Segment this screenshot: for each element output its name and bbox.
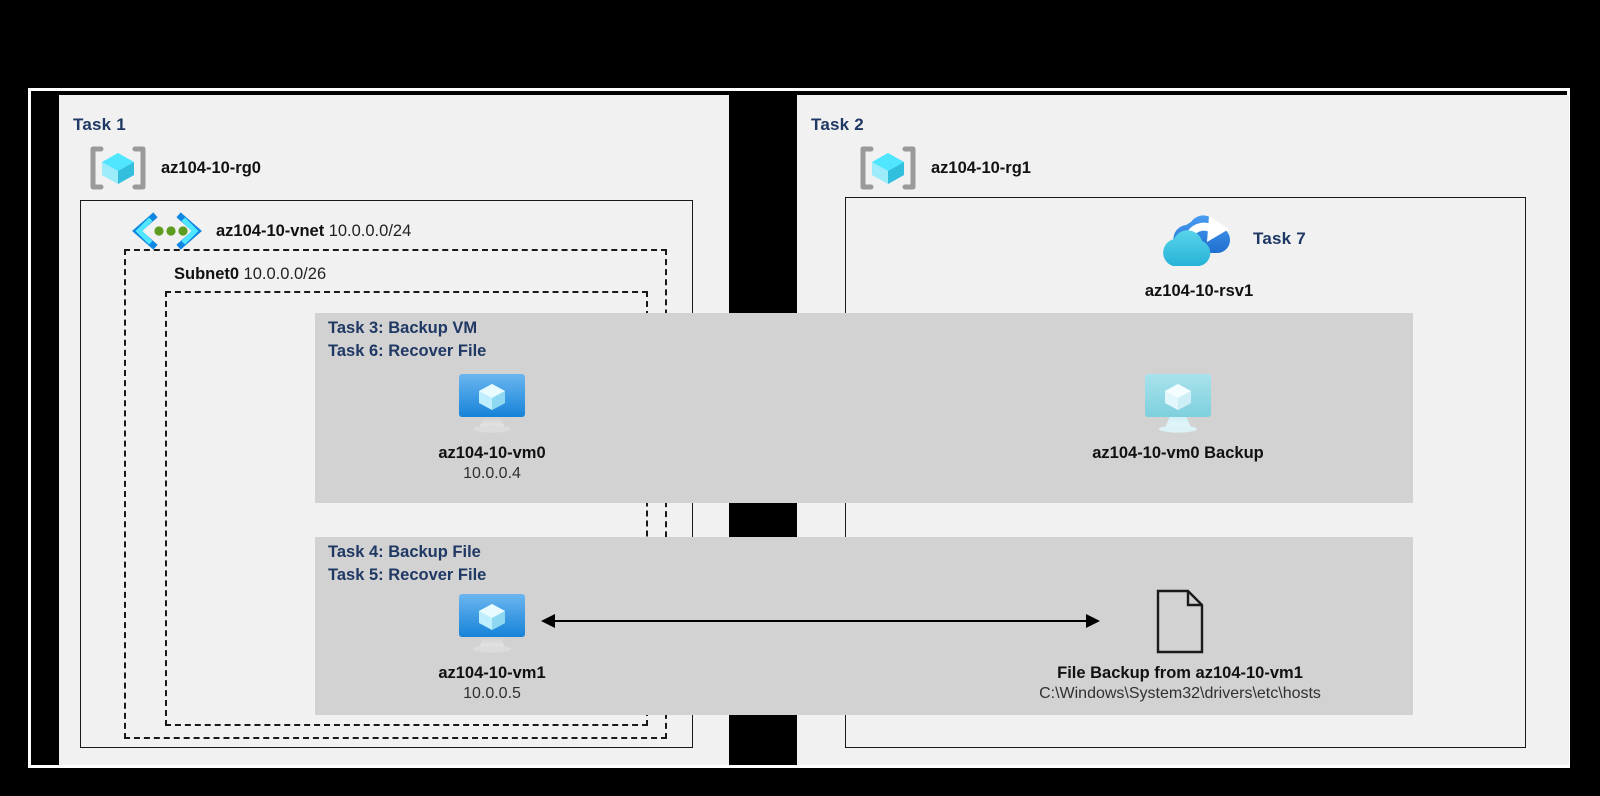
subnet-inner-box [165, 291, 648, 726]
resource-group-icon [87, 145, 149, 191]
file-backup-arrow-line [551, 620, 1098, 622]
virtual-machine-icon [451, 370, 533, 436]
vm0-ip: 10.0.0.4 [463, 465, 521, 482]
subnet-name: Subnet0 [174, 265, 240, 283]
file-backup-path: C:\Windows\System32\drivers\etc\hosts [1039, 685, 1321, 702]
recovery-services-vault-icon [1147, 206, 1251, 274]
file-backup-arrow-head-right [1086, 614, 1100, 628]
resource-group-rg0-label: az104-10-rg0 [161, 158, 261, 177]
subnet-cidr: 10.0.0.0/26 [243, 265, 327, 283]
vnet-header: az104-10-vnet 10.0.0.0/24 [131, 211, 411, 251]
resource-group-icon [857, 145, 919, 191]
band-bottom-task-labels: Task 4: Backup File Task 5: Recover File [328, 541, 486, 587]
vm0-node: az104-10-vm0 10.0.0.4 [412, 370, 572, 483]
virtual-machine-icon [451, 590, 533, 656]
resource-group-rg1-label: az104-10-rg1 [931, 158, 1031, 177]
vm1-ip: 10.0.0.5 [463, 685, 521, 702]
vnet-label-group: az104-10-vnet 10.0.0.0/24 [216, 222, 411, 241]
vm1-name: az104-10-vm1 [438, 664, 546, 682]
virtual-machine-backup-icon [1137, 370, 1219, 436]
band-bottom-task-line-2: Task 5: Recover File [328, 566, 487, 584]
recovery-services-vault-node: az104-10-rsv1 [1124, 206, 1274, 301]
file-backup-arrow-head-left [541, 614, 555, 628]
vm1-node: az104-10-vm1 10.0.0.5 [412, 590, 572, 703]
resource-group-rg1: az104-10-rg1 [857, 145, 1031, 191]
resource-group-rg0: az104-10-rg0 [87, 145, 261, 191]
panel-title-task-1: Task 1 [73, 115, 126, 134]
file-backup-node: File Backup from az104-10-vm1 C:\Windows… [1000, 588, 1360, 703]
band-top-task-line-2: Task 6: Recover File [328, 342, 487, 360]
task-7-label: Task 7 [1253, 229, 1306, 248]
vnet-name: az104-10-vnet [216, 221, 325, 240]
band-top-task-line-1: Task 3: Backup VM [328, 319, 478, 337]
subnet-header: Subnet0 10.0.0.0/26 [174, 265, 326, 284]
band-bottom-task-line-1: Task 4: Backup File [328, 543, 481, 561]
panel-title-task-2: Task 2 [811, 115, 864, 134]
virtual-network-icon [131, 211, 203, 251]
vm0-backup-name: az104-10-vm0 Backup [1092, 444, 1264, 462]
file-backup-name: File Backup from az104-10-vm1 [1057, 664, 1303, 682]
recovery-services-vault-name: az104-10-rsv1 [1144, 282, 1254, 300]
vm0-backup-node: az104-10-vm0 Backup [1043, 370, 1313, 463]
vm0-name: az104-10-vm0 [438, 444, 546, 462]
band-top-task-labels: Task 3: Backup VM Task 6: Recover File [328, 317, 486, 363]
file-icon [1150, 588, 1210, 656]
vnet-cidr: 10.0.0.0/24 [328, 221, 412, 240]
